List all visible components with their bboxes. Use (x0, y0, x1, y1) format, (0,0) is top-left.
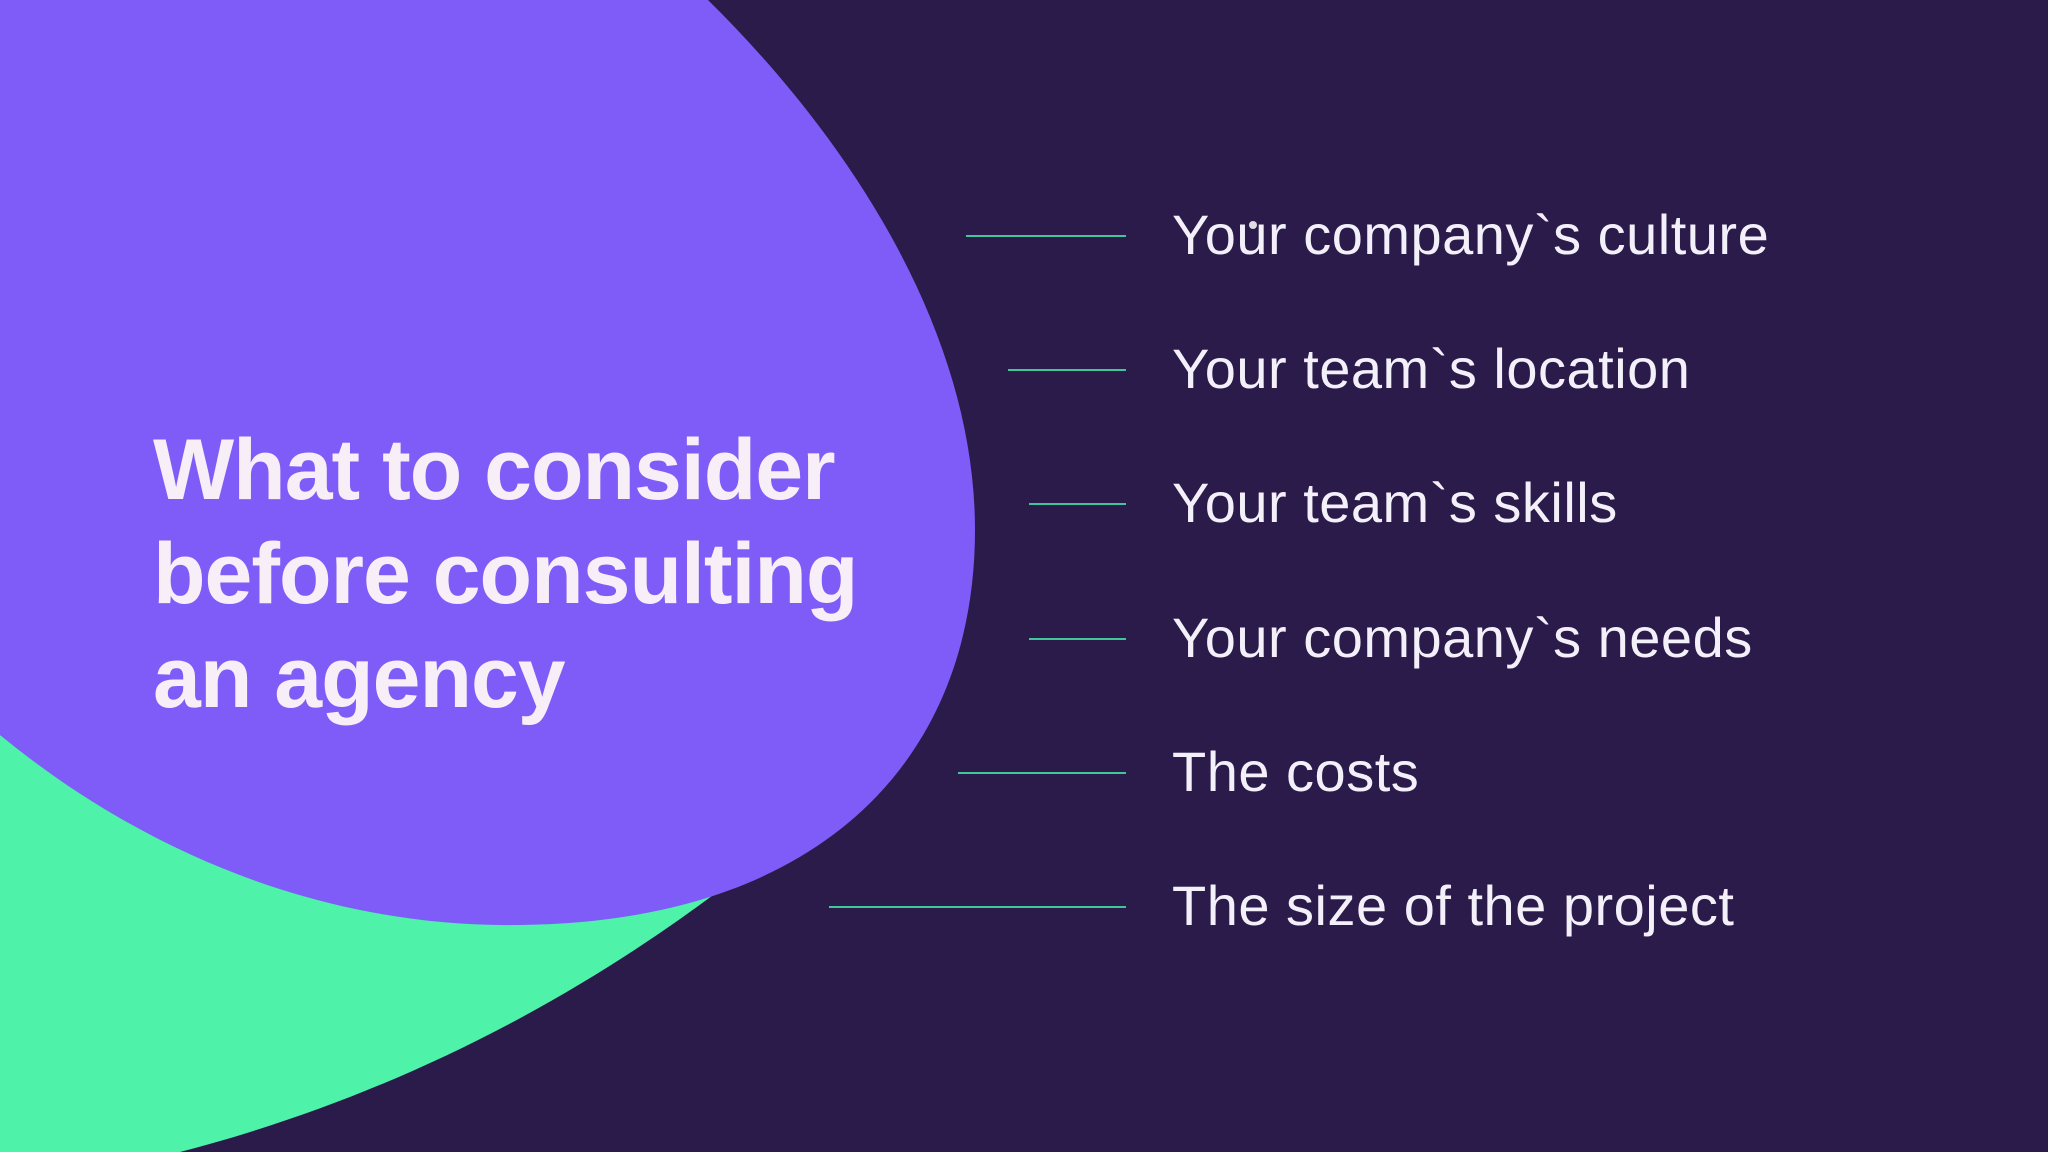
connector-line (1029, 638, 1126, 640)
list-item-label: Your team`s location (1172, 337, 1691, 400)
slide-title: What to consider before consulting an ag… (153, 418, 953, 730)
connector-line (958, 772, 1126, 774)
connector-line (966, 235, 1126, 237)
list-item: The size of the project (0, 871, 2048, 941)
connector-line (1008, 369, 1126, 371)
list-item-label: Your company`s culture (1172, 203, 1770, 266)
list-item-label: The size of the project (1172, 874, 1735, 937)
list-item: The costs (0, 737, 2048, 807)
purple-blob (0, 0, 975, 926)
list-item: Your team`s skills (0, 468, 2048, 538)
title-line-2: before consulting (153, 526, 858, 622)
title-line-1: What to consider (153, 422, 836, 518)
list-item-label: The costs (1172, 740, 1420, 803)
title-line-3: an agency (153, 630, 566, 726)
list-item-label: Your team`s skills (1172, 471, 1618, 534)
connector-line (1029, 503, 1126, 505)
list-item-label: Your company`s needs (1172, 606, 1753, 669)
list-item: Your team`s location (0, 334, 2048, 404)
list-item: Your company`s culture (0, 200, 2048, 270)
list-item: Your company`s needs (0, 603, 2048, 673)
mouse-cursor-dot (1249, 221, 1257, 229)
connector-line (829, 906, 1126, 908)
